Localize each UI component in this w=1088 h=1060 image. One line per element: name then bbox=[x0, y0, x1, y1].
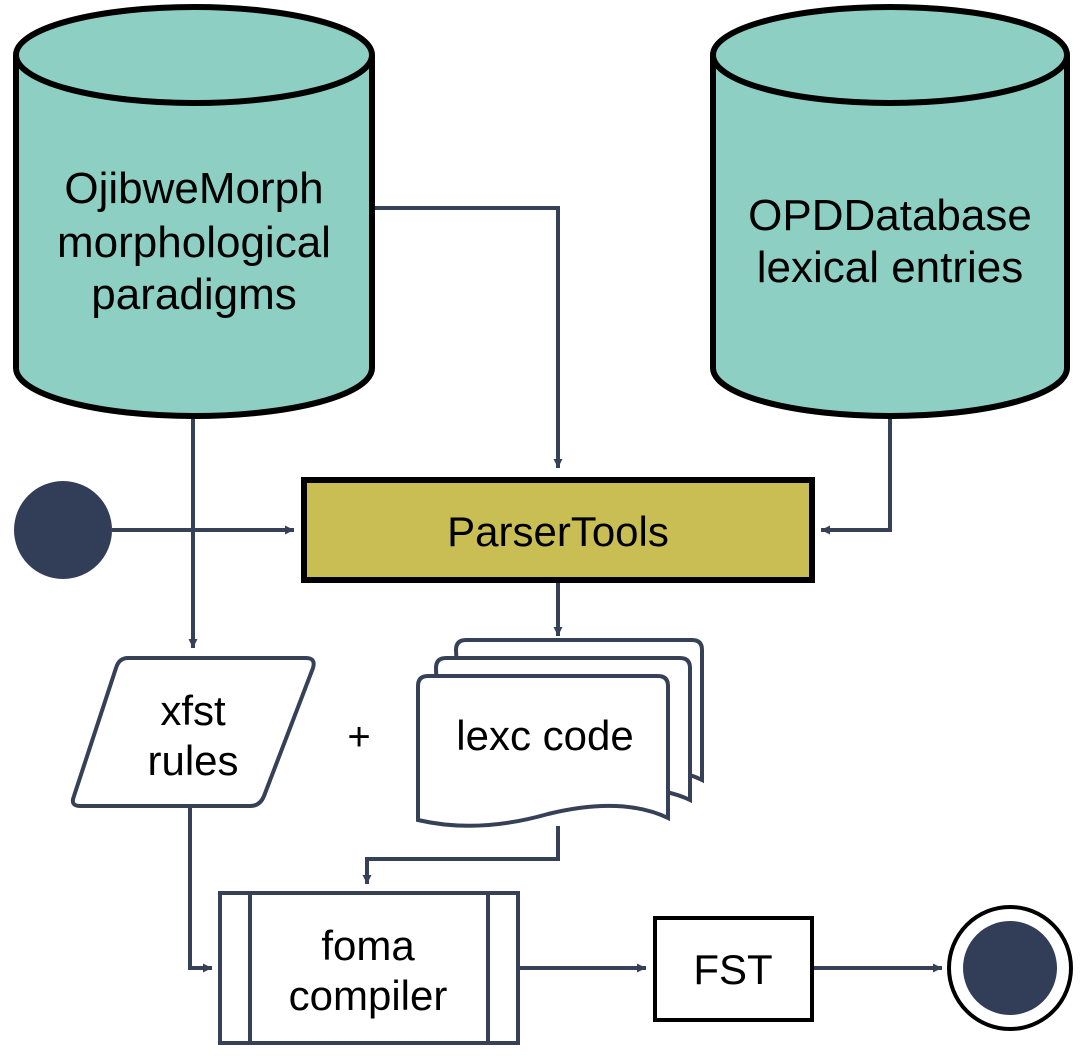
fst-label: FST bbox=[693, 946, 772, 993]
arrow-opd-to-parsertools bbox=[821, 414, 892, 535]
lexc-document-front bbox=[416, 674, 670, 828]
arrow-xfst-to-foma bbox=[188, 808, 212, 973]
parsertools-box: ParserTools bbox=[301, 477, 815, 583]
fst-box: FST bbox=[653, 916, 814, 1022]
opd-cylinder-top bbox=[710, 4, 1070, 106]
foma-outer-rect bbox=[218, 891, 520, 1045]
opd-cylinder-body bbox=[710, 55, 1070, 419]
arrow-ojibwe-to-parsertools bbox=[372, 206, 563, 468]
fst-rect bbox=[653, 916, 814, 1022]
arrow-lexc-to-foma bbox=[362, 826, 560, 884]
ojibwe-cylinder-top bbox=[13, 4, 375, 106]
opd-db-line2: lexical entries bbox=[757, 243, 1024, 292]
ojibwe-db-line3: paradigms bbox=[91, 270, 296, 319]
ojibwe-db-line1: OjibweMorph bbox=[64, 164, 323, 213]
lexc-label: lexc code bbox=[456, 712, 633, 759]
end-node bbox=[947, 905, 1073, 1031]
parsertools-rect bbox=[301, 477, 815, 583]
ojibwe-db-line2: morphological bbox=[57, 218, 331, 267]
opd-database: OPDDatabase lexical entries bbox=[710, 4, 1070, 419]
xfst-line2: rules bbox=[147, 737, 238, 784]
xfst-parallelogram bbox=[70, 656, 316, 808]
xfst-line1: xfst bbox=[160, 687, 226, 734]
foma-line2: compiler bbox=[289, 972, 448, 1019]
end-node-inner bbox=[963, 921, 1057, 1015]
opd-db-line1: OPDDatabase bbox=[748, 191, 1032, 240]
lexc-code-documents bbox=[416, 638, 704, 828]
xfst-rules-data: xfst rules bbox=[70, 656, 316, 808]
foma-line1: foma bbox=[321, 922, 415, 969]
foma-compiler-box: foma compiler bbox=[218, 891, 520, 1045]
start-node bbox=[14, 481, 112, 579]
parsertools-label: ParserTools bbox=[447, 508, 669, 555]
ojibwe-cylinder-body bbox=[13, 55, 375, 419]
ojibwe-morph-database: OjibweMorph morphological paradigms bbox=[13, 4, 375, 419]
plus-sign: + bbox=[347, 715, 370, 759]
